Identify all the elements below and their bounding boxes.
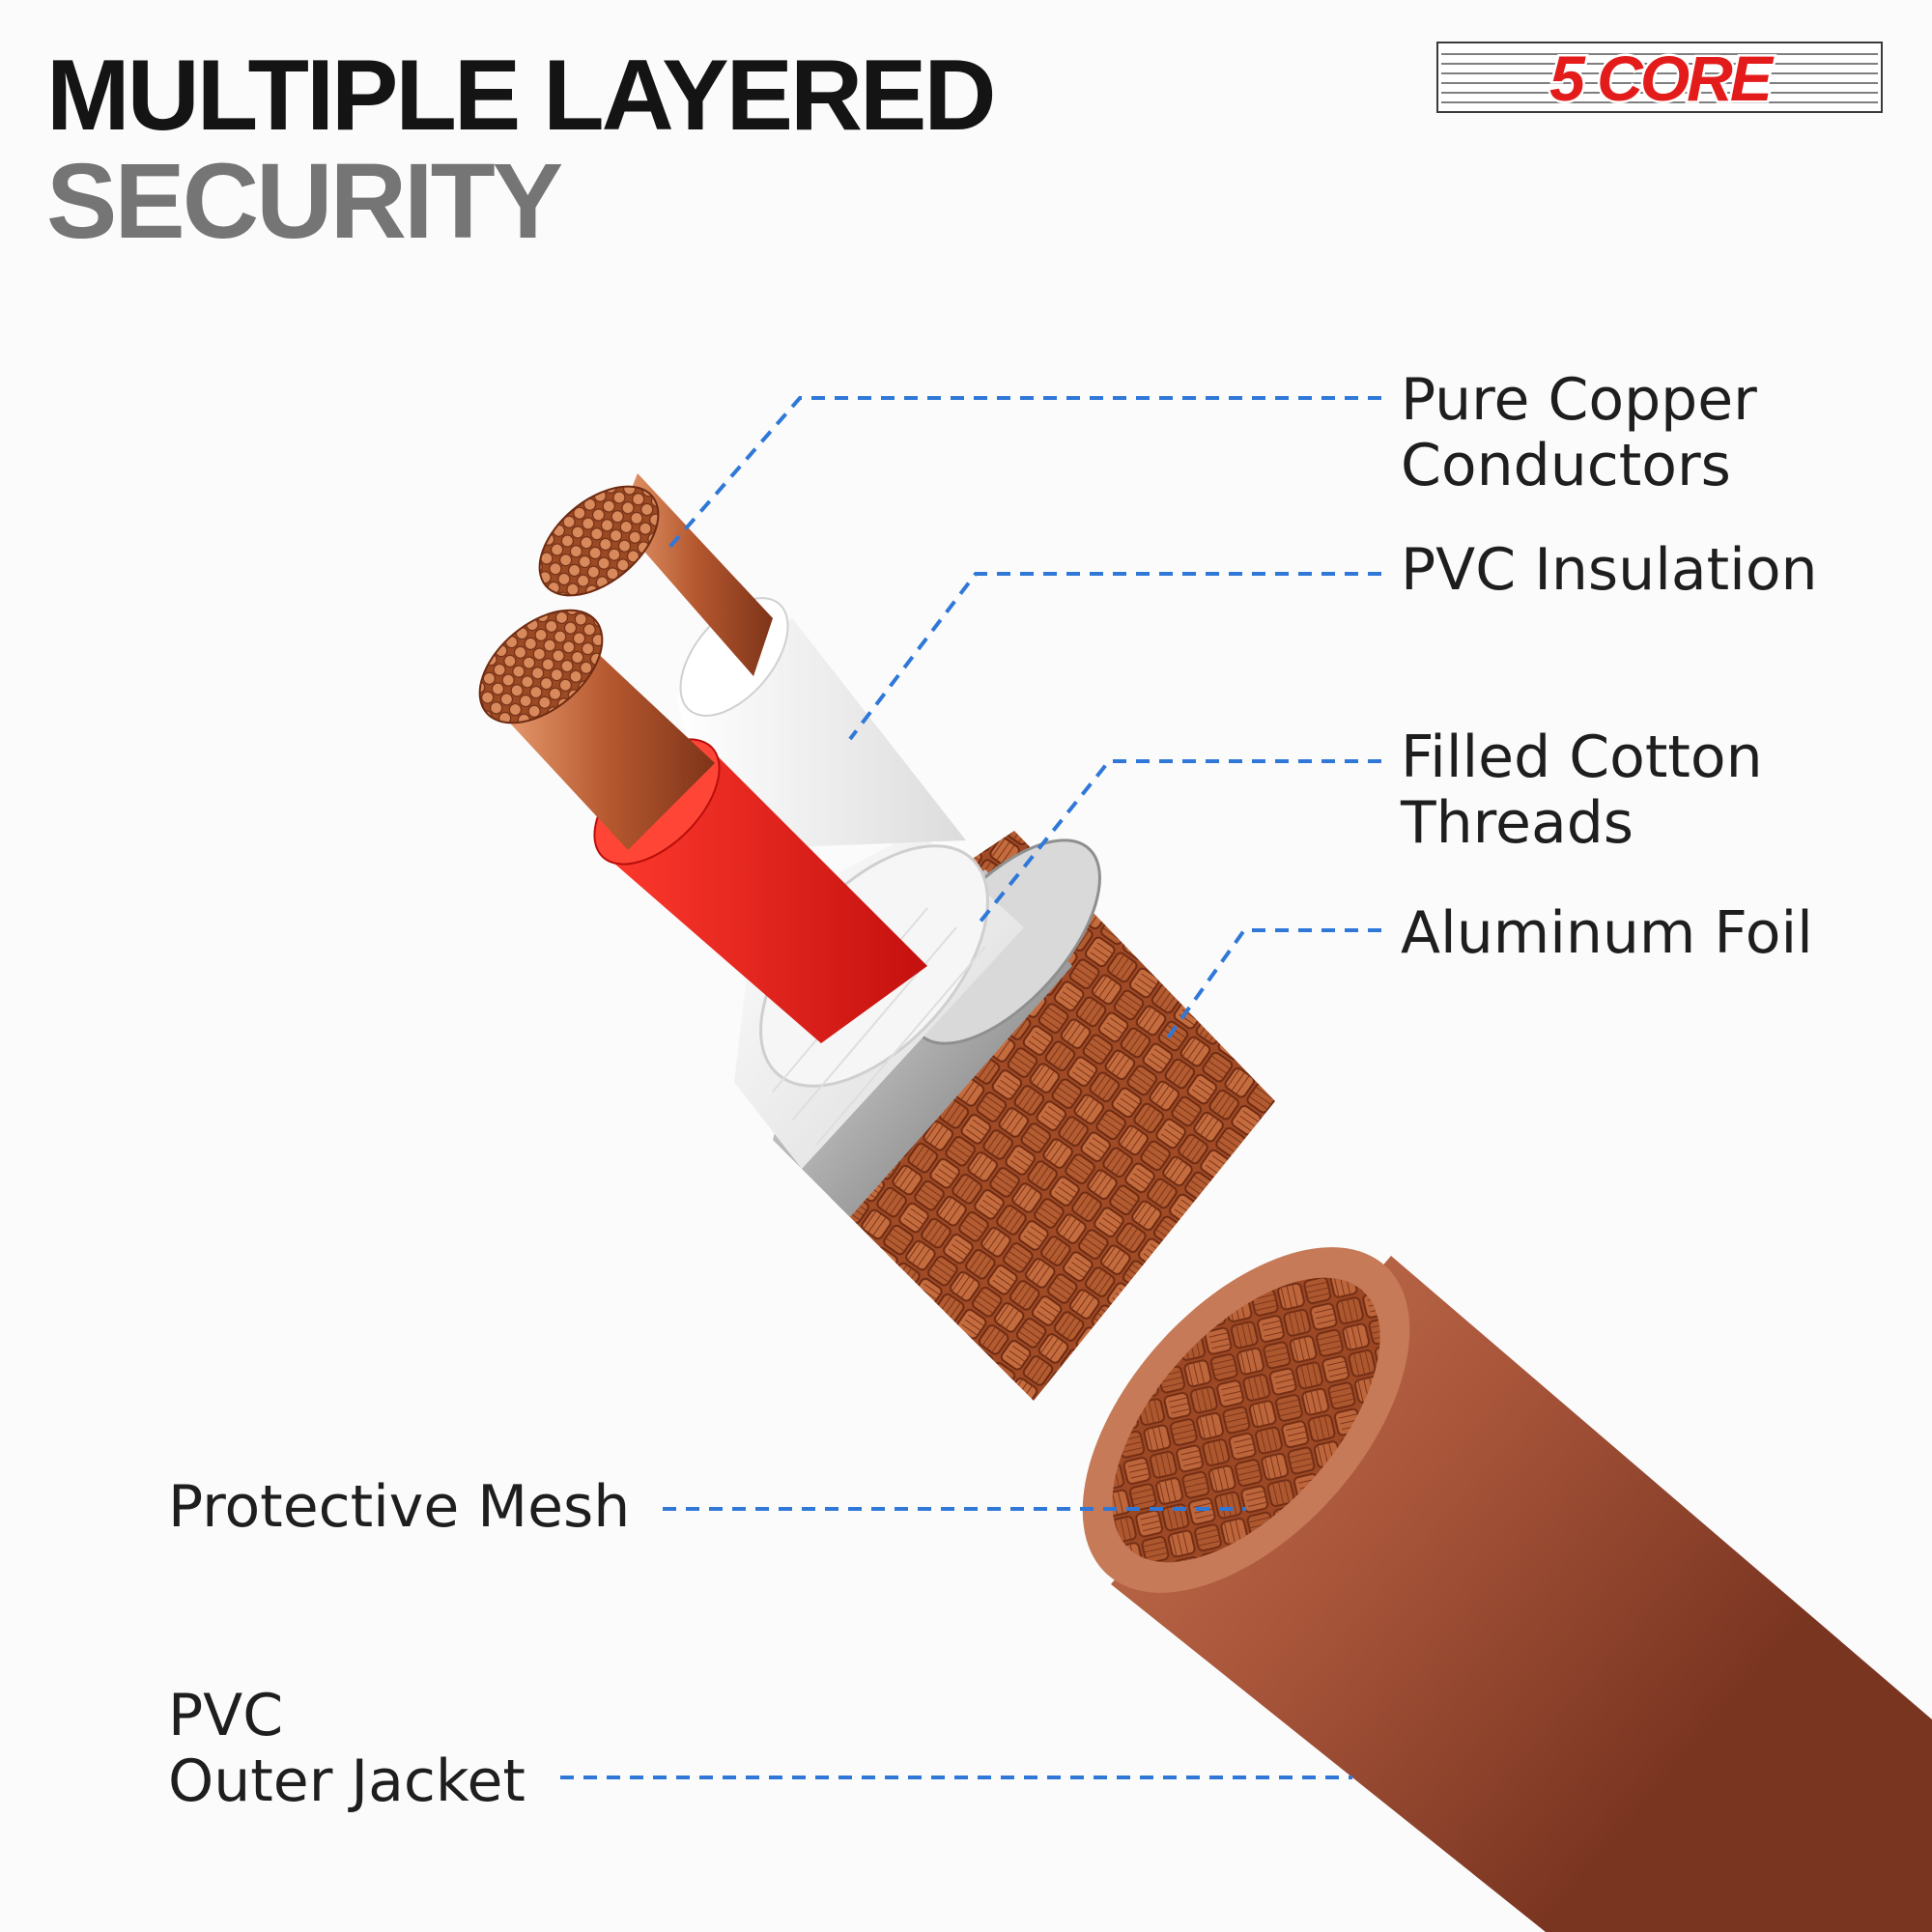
label-filled-cotton-threads: Filled Cotton Threads (1401, 724, 1763, 857)
brand-logo: 5 CORE (1435, 41, 1884, 114)
brand-logo-text: 5 CORE (1549, 43, 1775, 114)
page-title: MULTIPLE LAYERED SECURITY (46, 40, 997, 261)
leader-pvc-insulation (848, 572, 1381, 741)
label-aluminum-foil: Aluminum Foil (1401, 899, 1813, 967)
label-protective-mesh: Protective Mesh (168, 1473, 631, 1541)
label-pvc-insulation: PVC Insulation (1401, 536, 1818, 604)
title-line-2: SECURITY (46, 142, 563, 261)
label-pure-copper-conductors: Pure Copper Conductors (1401, 366, 1757, 499)
title-line-1: MULTIPLE LAYERED (46, 40, 997, 152)
brand-logo-mark: 5 CORE (1436, 41, 1883, 114)
leader-lines (560, 396, 1381, 1779)
leader-copper (665, 396, 1381, 553)
label-pvc-outer-jacket: PVC Outer Jacket (168, 1682, 526, 1815)
red-conductor (478, 609, 927, 1043)
